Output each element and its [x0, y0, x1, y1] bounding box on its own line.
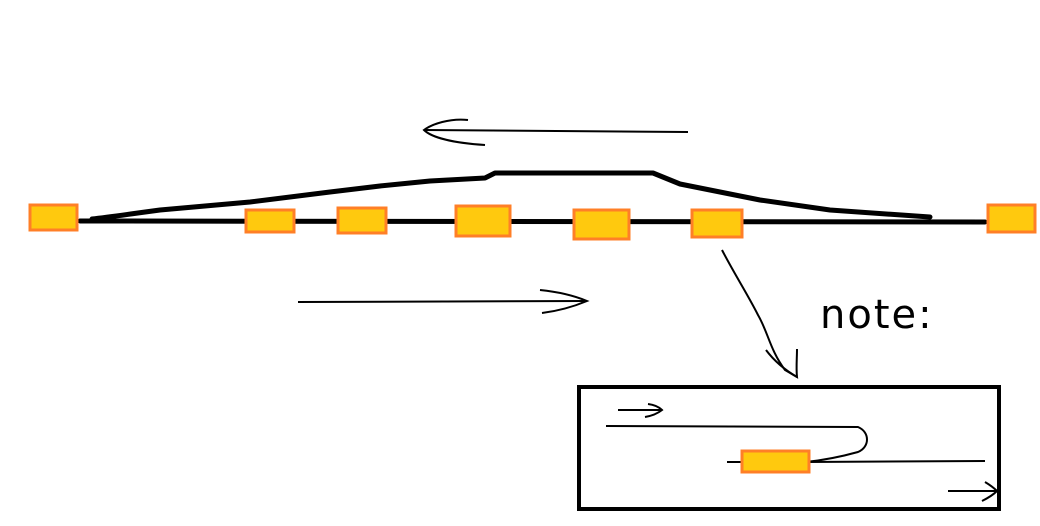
station-marker: [572, 208, 631, 241]
pointer-arrow-icon: [721, 249, 799, 379]
station-marker: [690, 208, 744, 239]
inset-track-line: [605, 425, 868, 463]
inset-box: [577, 385, 1001, 511]
station-marker: [336, 206, 388, 235]
station-marker: [28, 203, 79, 232]
station-marker: [986, 203, 1037, 234]
station-marker: [454, 204, 512, 238]
bypass-track-line: [89, 170, 933, 222]
inset-track-extension: [805, 460, 986, 463]
station-marker: [244, 208, 296, 234]
inset-top-arrow-icon: [618, 403, 664, 418]
upper-arrow-icon: [422, 118, 689, 146]
lower-arrow-icon: [297, 289, 590, 314]
inset-bottom-arrow-icon: [948, 481, 999, 502]
note-label: note:: [820, 292, 934, 338]
inset-frame: [577, 385, 1001, 511]
inset-station-marker: [740, 449, 811, 474]
main-line-stations: [28, 203, 1037, 241]
main-track-line: [77, 218, 988, 225]
